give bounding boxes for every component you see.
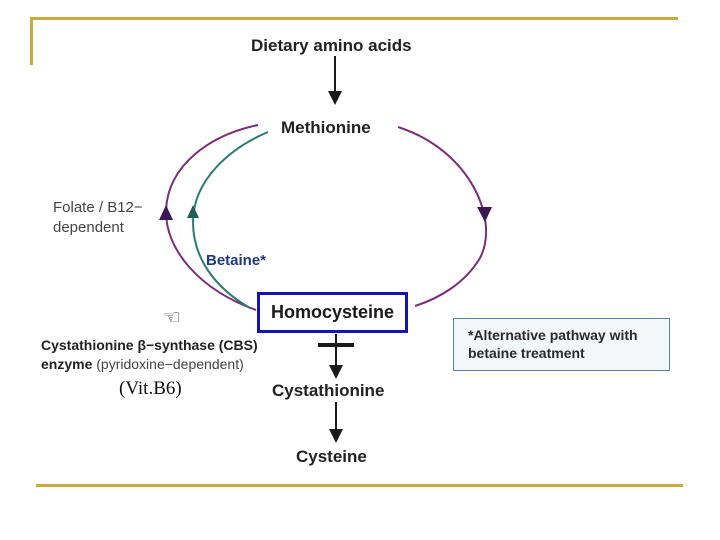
- node-cystathionine: Cystathionine: [272, 381, 385, 400]
- folate-line-2: dependent: [53, 219, 124, 236]
- cbs-enzyme-label: Cystathionine β−synthase (CBS) enzyme (p…: [41, 336, 258, 374]
- cycle-arc-left: [164, 124, 259, 311]
- cycle-arrow-left: [159, 205, 173, 220]
- cbs-line-1: Cystathionine β−synthase (CBS): [41, 337, 258, 353]
- betaine-arrow: [187, 205, 199, 218]
- cbs-enzyme-word: enzyme: [41, 356, 93, 372]
- node-cysteine: Cysteine: [296, 447, 367, 466]
- cbs-line-2: enzyme (pyridoxine−dependent): [41, 355, 258, 374]
- frame-left-rule: [30, 17, 33, 65]
- cbs-pyridoxine: (pyridoxine−dependent): [92, 356, 244, 372]
- node-homocysteine-box: Homocysteine: [257, 292, 408, 333]
- node-betaine: Betaine*: [206, 252, 267, 269]
- node-dietary-amino-acids: Dietary amino acids: [251, 36, 412, 55]
- node-methionine: Methionine: [281, 118, 371, 137]
- note-line-2: betaine treatment: [468, 345, 585, 361]
- betaine-arc: [191, 131, 269, 309]
- node-homocysteine: Homocysteine: [270, 302, 395, 322]
- frame-top-rule: [30, 17, 678, 20]
- note-line-1: *Alternative pathway with: [468, 327, 638, 343]
- frame-bottom-rule: [36, 484, 683, 487]
- alternative-pathway-note: *Alternative pathway with betaine treatm…: [453, 318, 670, 371]
- cycle-arc-right: [397, 126, 488, 307]
- folate-line-1: Folate / B12−: [53, 199, 143, 216]
- vit-b6-label: (Vit.B6): [119, 378, 182, 399]
- cycle-arrow-right: [477, 207, 492, 222]
- folate-b12-label: Folate / B12− dependent: [53, 198, 143, 238]
- pointing-hand-icon: ☜: [163, 307, 181, 329]
